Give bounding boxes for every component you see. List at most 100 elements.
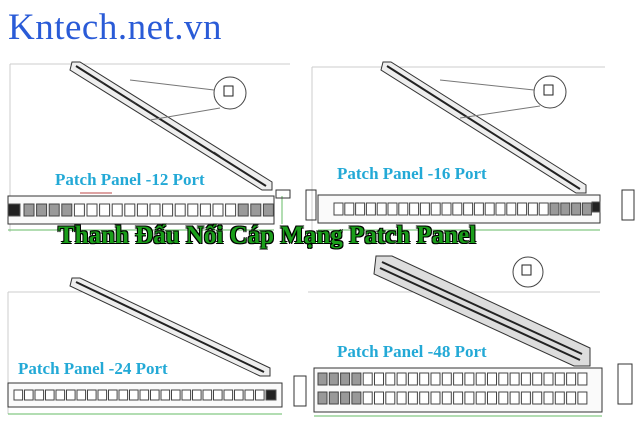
port-jack (430, 391, 441, 405)
port-jack (181, 389, 192, 401)
port-jack (340, 372, 351, 386)
port-jack (396, 391, 407, 405)
port-jack (566, 372, 577, 386)
panel-16-label: Patch Panel -16 Port (337, 164, 487, 183)
port-jack (355, 202, 366, 216)
port-jack (250, 203, 262, 217)
port-jack (475, 372, 486, 386)
port-jack (463, 202, 474, 216)
port-jack (76, 389, 87, 401)
port-jack (498, 391, 509, 405)
port-jack (149, 203, 161, 217)
port-jack (362, 372, 373, 386)
panel-48-label: Patch Panel -48 Port (337, 342, 487, 361)
port-jack (61, 203, 73, 217)
port-jack (473, 202, 484, 216)
port-jack (577, 372, 588, 386)
port-jack (430, 372, 441, 386)
port-jack (333, 202, 344, 216)
port-jack (407, 372, 418, 386)
port-jack (374, 372, 384, 386)
port-jack (171, 389, 181, 401)
port-jack (538, 202, 549, 216)
port-jack (566, 391, 577, 405)
port-jack (212, 203, 224, 217)
port-jack (108, 389, 118, 401)
port-jack (174, 203, 186, 217)
panel-48-ports (317, 372, 588, 405)
port-jack (441, 202, 452, 216)
port-jack (543, 391, 554, 405)
port-jack (475, 391, 486, 405)
port-jack (36, 203, 48, 217)
brand-logo-text[interactable]: Kntech.net.vn (8, 7, 223, 48)
port-jack (24, 389, 34, 401)
port-jack (129, 389, 139, 401)
port-jack (150, 389, 160, 401)
port-jack (136, 203, 148, 217)
port-jack (396, 372, 407, 386)
port-jack (262, 203, 274, 217)
port-jack (111, 203, 123, 217)
port-jack (441, 372, 452, 386)
port-jack (419, 202, 430, 216)
port-jack (506, 202, 517, 216)
port-jack (55, 389, 66, 401)
port-jack (162, 203, 174, 217)
port-jack (362, 391, 373, 405)
port-jack (344, 202, 355, 216)
port-jack (45, 389, 55, 401)
panel-24-label: Patch Panel -24 Port (18, 359, 168, 378)
port-jack (409, 202, 420, 216)
port-jack (498, 372, 509, 386)
port-jack (317, 372, 328, 386)
port-jack (520, 391, 531, 405)
port-jack (398, 202, 409, 216)
port-jack (387, 202, 398, 216)
port-jack (255, 389, 265, 401)
port-jack (453, 391, 464, 405)
port-jack (202, 389, 213, 401)
port-jack (571, 202, 582, 216)
port-jack (487, 372, 497, 386)
panel-24-ports (13, 389, 265, 401)
port-jack (376, 202, 387, 216)
port-jack (99, 203, 111, 217)
port-jack (385, 372, 396, 386)
port-jack (527, 202, 538, 216)
port-jack (328, 391, 339, 405)
page-title: Thanh Đấu Nối Cáp Mạng Patch Panel (58, 222, 477, 249)
port-jack (560, 202, 571, 216)
port-jack (430, 202, 441, 216)
port-jack (118, 389, 129, 401)
port-jack (23, 203, 35, 217)
port-jack (374, 391, 384, 405)
port-jack (237, 203, 249, 217)
port-jack (581, 202, 592, 216)
panel-12-label: Patch Panel -12 Port (55, 170, 205, 189)
port-jack (385, 391, 396, 405)
port-jack (554, 372, 565, 386)
port-jack (34, 389, 45, 401)
port-jack (223, 389, 234, 401)
port-jack (407, 391, 418, 405)
port-jack (328, 372, 339, 386)
port-jack (441, 391, 452, 405)
port-jack (87, 389, 97, 401)
port-jack (484, 202, 495, 216)
port-jack (187, 203, 199, 217)
port-jack (509, 372, 520, 386)
port-jack (495, 202, 506, 216)
port-jack (365, 202, 376, 216)
port-jack (48, 203, 60, 217)
port-jack (225, 203, 237, 217)
panel-12-ports (23, 203, 274, 217)
port-jack (464, 391, 475, 405)
port-jack (192, 389, 202, 401)
port-jack (139, 389, 150, 401)
port-jack (13, 389, 24, 401)
port-jack (199, 203, 211, 217)
port-jack (532, 391, 543, 405)
port-jack (517, 202, 528, 216)
